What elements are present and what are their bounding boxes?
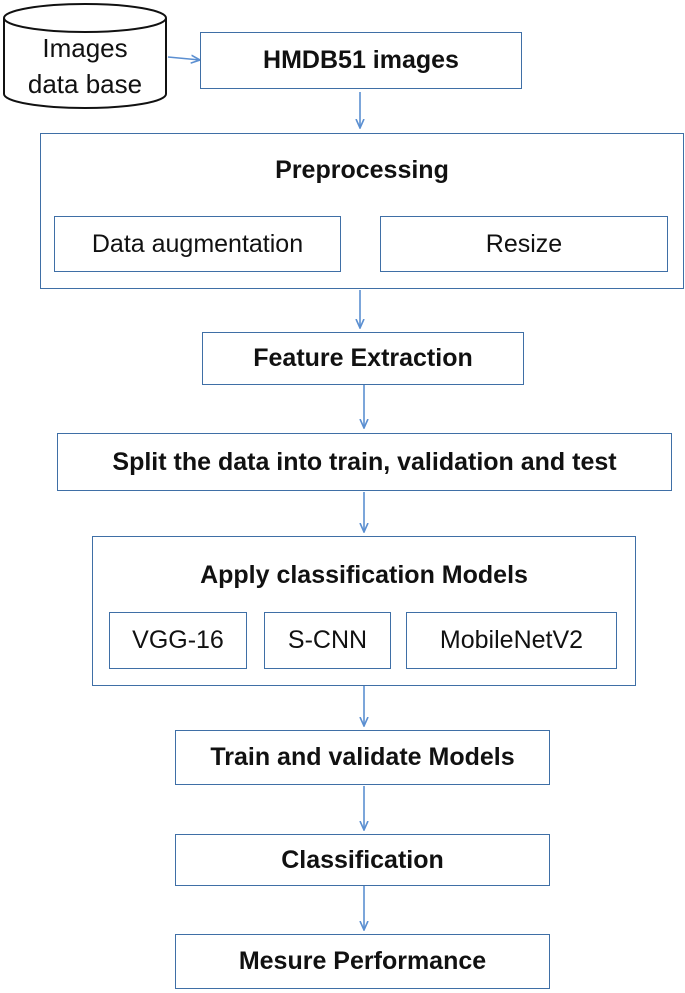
- resize-node: Resize: [380, 216, 668, 272]
- vgg16-node: VGG-16: [109, 612, 247, 669]
- database-cylinder-icon: [3, 3, 167, 109]
- preprocessing-title: Preprocessing: [275, 156, 449, 184]
- arrow-db-to-hmdb: [167, 57, 200, 60]
- database-label-line1: Images: [42, 33, 128, 63]
- mobilenetv2-node: MobileNetV2: [406, 612, 617, 669]
- s-cnn-node: S-CNN: [264, 612, 391, 669]
- hmdb51-images-node: HMDB51 images: [200, 32, 522, 89]
- train-validate-node: Train and validate Models: [175, 730, 550, 785]
- feature-extraction-node: Feature Extraction: [202, 332, 524, 385]
- database-label: Images data base: [0, 30, 170, 102]
- database-label-line2: data base: [27, 69, 143, 99]
- measure-performance-node: Mesure Performance: [175, 934, 550, 989]
- classification-node: Classification: [175, 834, 550, 886]
- data-augmentation-node: Data augmentation: [54, 216, 341, 272]
- split-data-node: Split the data into train, validation an…: [57, 433, 672, 491]
- apply-classification-title: Apply classification Models: [200, 561, 528, 589]
